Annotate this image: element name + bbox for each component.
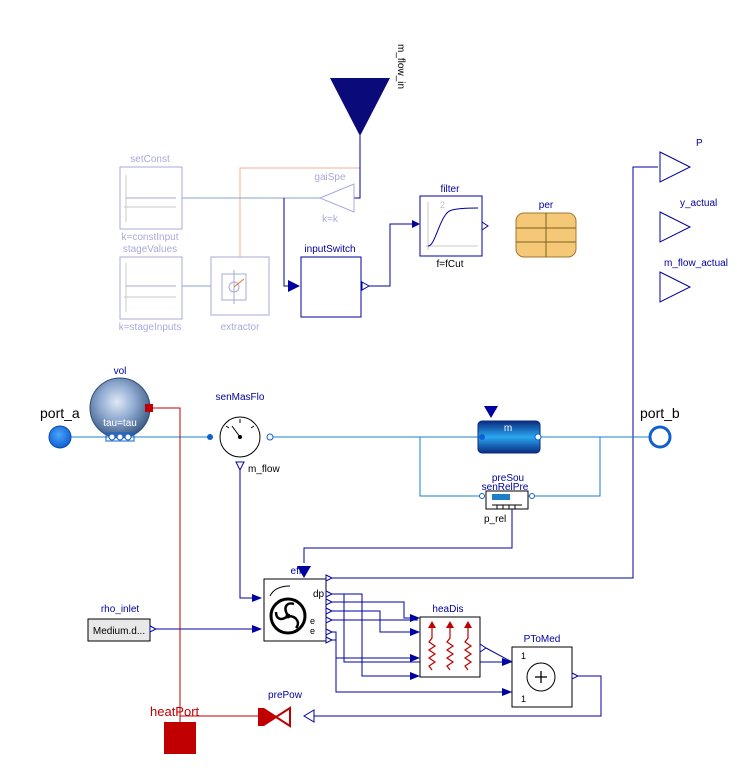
filter-block[interactable]: filter 2 f=fCut: [412, 184, 489, 270]
sen-mas-flo-name: senMasFlo: [216, 392, 265, 403]
heat-port[interactable]: heatPort: [150, 704, 200, 754]
filter-order: 2: [440, 200, 445, 210]
per-record[interactable]: per: [515, 200, 577, 258]
output-y-actual[interactable]: y_actual: [659, 198, 717, 243]
input-switch-label: inputSwitch: [304, 244, 355, 255]
stage-values-name: stageValues: [123, 244, 177, 255]
eff-port-dp: dp: [313, 589, 325, 600]
eff-port-e2: e: [310, 626, 315, 636]
per-label: per: [539, 200, 554, 211]
sen-rel-pre[interactable]: preSou senRelPre p_rel: [479, 473, 535, 525]
rho-inlet-name: rho_inlet: [101, 604, 140, 615]
p-to-med-k1: 1: [521, 651, 526, 661]
port-b[interactable]: port_b: [640, 405, 680, 449]
fluid-connections: [60, 436, 660, 497]
mover[interactable]: m: [477, 406, 542, 454]
port-a-label: port_a: [40, 405, 80, 421]
hea-dis[interactable]: heaDis: [410, 604, 487, 680]
heat-port-label: heatPort: [150, 704, 200, 719]
vol-name: vol: [114, 366, 127, 377]
output-P-label: P: [696, 138, 703, 149]
eff-port-e1: e: [310, 616, 315, 626]
eff-name: eff: [291, 566, 302, 577]
pre-pow-label: prePow: [268, 690, 303, 701]
filter-param: f=fCut: [437, 259, 464, 270]
p-to-med-name: PToMed: [524, 634, 561, 645]
filter-name: filter: [441, 184, 461, 195]
output-y-actual-label: y_actual: [680, 198, 717, 209]
vol-param: tau=tau: [103, 418, 137, 429]
gain-speed-name: gaiSpe: [314, 172, 346, 183]
set-const-param: k=constInput: [122, 232, 179, 243]
port-a[interactable]: port_a: [40, 405, 80, 449]
heat-connections: [148, 407, 258, 724]
mover-label: m: [504, 423, 512, 434]
sen-rel-pre-name: senRelPre: [482, 482, 529, 493]
eff-block[interactable]: eff dp e e: [252, 566, 334, 644]
rho-inlet-value: Medium.d...: [93, 626, 145, 637]
stage-values-param: k=stageInputs: [119, 322, 182, 333]
rho-inlet[interactable]: rho_inlet Medium.d...: [87, 604, 158, 642]
extractor-label: extractor: [221, 322, 261, 333]
set-const-block[interactable]: setConst k=constInput: [119, 154, 183, 243]
p-to-med[interactable]: PToMed 1 1: [502, 634, 580, 708]
set-const-name: setConst: [130, 154, 170, 165]
gain-speed-param: k=k: [322, 214, 339, 225]
sen-mas-flo[interactable]: senMasFlo m_flow: [207, 392, 280, 475]
extractor-block[interactable]: extractor: [210, 256, 270, 333]
p-to-med-k2: 1: [521, 694, 526, 704]
output-P[interactable]: P: [659, 138, 703, 183]
output-m-flow-actual-label: m_flow_actual: [664, 258, 728, 269]
sen-rel-pre-output: p_rel: [484, 514, 506, 525]
stage-values-block[interactable]: stageValues k=stageInputs: [119, 244, 183, 333]
input-switch-block[interactable]: inputSwitch: [288, 244, 371, 318]
gain-speed-block[interactable]: gaiSpe k=k: [314, 172, 355, 225]
hea-dis-label: heaDis: [432, 604, 463, 615]
volume-vol[interactable]: vol tau=tau: [89, 366, 153, 442]
sen-mas-flo-output: m_flow: [248, 464, 280, 475]
pre-pow[interactable]: prePow: [258, 690, 315, 728]
pre-sou-label: preSou: [492, 473, 524, 484]
output-m-flow-actual[interactable]: m_flow_actual: [659, 258, 728, 303]
input-m-flow-in[interactable]: m_flow_in: [330, 44, 406, 136]
port-b-label: port_b: [640, 405, 680, 421]
input-m-flow-in-label: m_flow_in: [395, 44, 406, 89]
